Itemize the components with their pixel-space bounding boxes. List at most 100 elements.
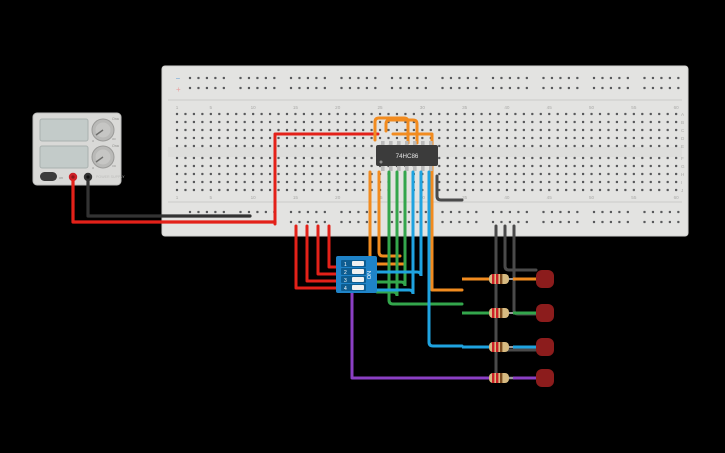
rail-minus-symbol-top: – [176,75,180,82]
wire-blue-dip-a[interactable] [375,170,423,277]
resistor-1-band-2 [496,274,499,284]
dip-on-label: ON [367,271,373,279]
ic-label: 74HC86 [396,153,419,160]
wire-supply-positive[interactable] [71,179,277,224]
wires-orange-jumpers[interactable] [373,116,464,292]
svg-text:H: H [681,172,684,177]
led-1-dome [548,274,554,284]
output-stage[interactable] [462,270,554,387]
resistor-4-band-1 [492,373,495,383]
led-4-dome [548,373,554,383]
wire-blue-dip-b[interactable] [375,170,415,295]
quad-xor-gate-ic[interactable]: 74HC86 [376,141,438,171]
supply-wires[interactable] [71,179,277,224]
voltage-knob-label-right: ao [112,137,116,141]
ic-body [376,145,438,166]
power-supply-brand: POWER SUPPLY [96,175,125,179]
svg-text:10: 10 [251,195,257,200]
svg-text:5: 5 [210,105,213,110]
svg-text:D: D [681,136,685,141]
wire-orange-out[interactable] [391,132,464,292]
voltage-display [39,118,89,142]
ic-pin1-marker [379,160,383,164]
wire-supply-negative[interactable] [86,179,252,218]
current-display [39,145,89,169]
svg-text:45: 45 [547,105,553,110]
resistor-3-band-2 [496,342,499,352]
power-switch[interactable]: on [40,172,63,181]
svg-text:5: 5 [210,195,213,200]
svg-text:50: 50 [589,105,595,110]
dip-slider-2[interactable] [352,269,364,274]
positive-terminal-hole [71,175,75,179]
svg-text:E: E [681,144,684,149]
wire-red-vcc[interactable] [273,132,380,226]
svg-text:30: 30 [420,105,426,110]
svg-text:B: B [681,120,684,125]
voltage-knob[interactable]: Ona a ao [91,117,119,143]
svg-text:40: 40 [504,195,510,200]
wire-red-dip-4[interactable] [294,224,339,290]
svg-text:20: 20 [335,195,341,200]
breadboard-holes [175,76,680,224]
led-1[interactable] [536,270,554,288]
svg-text:25: 25 [377,105,383,110]
wire-purple-out[interactable] [350,291,464,380]
svg-text:55: 55 [631,195,637,200]
svg-text:35: 35 [462,105,468,110]
led-2[interactable] [536,304,554,322]
svg-text:30: 30 [420,195,426,200]
svg-text:45: 45 [547,195,553,200]
svg-text:A: A [681,112,685,117]
led-3-dome [548,342,554,352]
wire-green-dip-b[interactable] [375,170,399,297]
resistor-4-band-2 [496,373,499,383]
resistor-4[interactable] [483,373,517,383]
svg-text:50: 50 [589,195,595,200]
dip-slider-3[interactable] [352,277,364,282]
dip-slider-1[interactable] [352,261,364,266]
svg-text:40: 40 [504,105,510,110]
current-knob[interactable]: Ona a oa [91,144,119,170]
svg-text:J: J [681,188,683,193]
dc-power-supply[interactable]: Ona a ao Ona a oa on POWER SUPPLY [32,112,125,186]
wire-red-dip-3[interactable] [305,224,339,283]
svg-text:C: C [681,128,685,133]
svg-text:20: 20 [335,105,341,110]
wire-green-dip-a[interactable] [375,170,407,287]
svg-text:15: 15 [293,105,299,110]
wire-orange-jumper-top2[interactable] [384,118,419,145]
breadboard-labels: ABCDEFGHIJ115510101515202025253030353540… [176,105,685,200]
wire-red-dip-2[interactable] [316,224,339,276]
svg-text:60: 60 [674,105,680,110]
resistor-4-band-3 [500,373,503,383]
wire-red-dip-1[interactable] [327,224,339,269]
svg-text:1: 1 [176,195,179,200]
dip-slider-4[interactable] [352,285,364,290]
led-4[interactable] [536,369,554,387]
resistor-3-band-3 [500,342,503,352]
wire-blue-out[interactable] [427,170,464,348]
wire-orange-col-2[interactable] [377,170,402,258]
svg-text:60: 60 [674,195,680,200]
resistor-1-band-1 [492,274,495,284]
power-switch-label: on [59,176,63,180]
dip-switch-4-position[interactable]: 1 2 3 4 ON [336,256,377,293]
wires-red-group[interactable] [273,132,380,290]
wire-green-out[interactable] [387,170,464,306]
resistor-2-band-2 [496,308,499,318]
dip-label-4: 4 [344,286,347,292]
wire-ground-ic[interactable] [435,174,464,202]
svg-text:15: 15 [293,195,299,200]
led-3[interactable] [536,338,554,356]
resistor-3-band-1 [492,342,495,352]
ic-pins-bottom [381,165,433,171]
svg-text:F: F [681,156,684,161]
dip-label-1: 1 [344,262,347,268]
current-knob-label-top: Ona [112,144,119,148]
svg-text:55: 55 [631,105,637,110]
wire-ground-led-1[interactable] [503,224,538,272]
breadboard-outline [161,65,689,237]
